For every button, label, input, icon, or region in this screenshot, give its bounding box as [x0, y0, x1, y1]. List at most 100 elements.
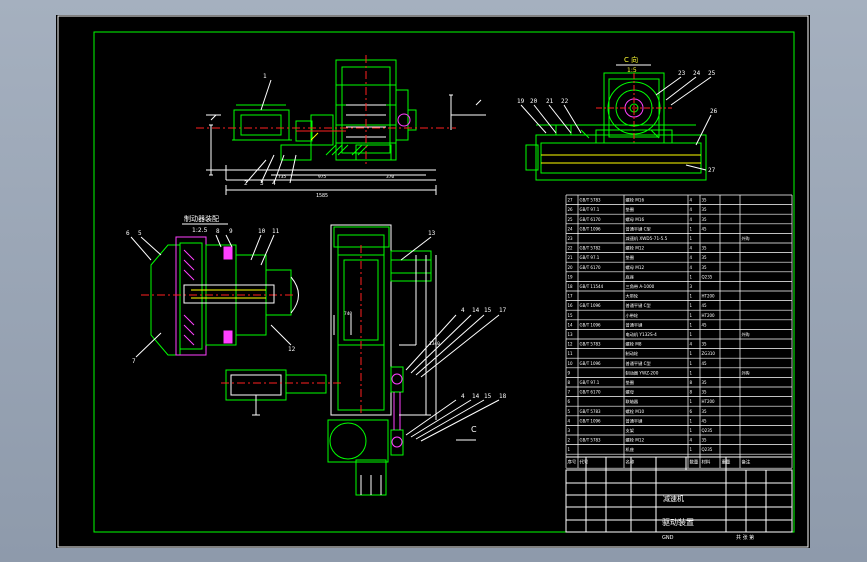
bom-cell: 24: [568, 226, 574, 231]
balloon-side-26: 26: [710, 108, 718, 115]
balloon-front-15b: 15: [484, 393, 492, 400]
bom-cell: 4: [690, 342, 693, 347]
bom-cell: 1: [690, 236, 693, 241]
bom-cell: 35: [702, 390, 708, 395]
bom-cell: 45: [702, 322, 708, 327]
bom-cell: 1: [690, 418, 693, 423]
bom-cell: 35: [702, 255, 708, 260]
bom-cell: GB/T 97.1: [580, 207, 600, 212]
balloon-side-24: 24: [693, 70, 701, 77]
bom-cell: 1: [690, 322, 693, 327]
bom-cell: 4: [690, 265, 693, 270]
balloon-side-27: 27: [708, 167, 716, 174]
bom-cell: 21: [568, 255, 574, 260]
bom-cell: 35: [702, 438, 708, 443]
title-block: [565, 456, 793, 533]
bom-cell: 22: [568, 246, 574, 251]
bom-cell: 8: [568, 380, 571, 385]
bom-cell: 普通平键 C型: [626, 302, 651, 309]
footer-left: GND: [662, 535, 674, 541]
bom-cell: GB/T 1096: [580, 322, 602, 327]
dim-b: 975: [318, 174, 326, 180]
balloon-side-20: 20: [530, 98, 538, 105]
title-sub: 驱动装置: [662, 517, 694, 527]
bom-cell: 35: [702, 217, 708, 222]
bom-cell: 45: [702, 361, 708, 366]
bom-cell: 10: [568, 361, 574, 366]
bom-cell: Q235: [702, 274, 713, 279]
balloon-front-17: 17: [499, 307, 507, 314]
bom-cell: GB/T 97.1: [580, 255, 600, 260]
main-view-top: [196, 55, 486, 195]
balloon-side-25: 25: [708, 70, 716, 77]
bom-cell: 35: [702, 380, 708, 385]
bom-cell: 三角带 A-1000: [626, 283, 655, 290]
bom-cell: 1: [690, 226, 693, 231]
balloon-detail-7: 7: [132, 358, 136, 365]
dim-d: 740: [344, 311, 352, 317]
dim-e: 1340: [429, 341, 440, 347]
bom-cell: GB/T 1096: [580, 361, 602, 366]
bom-cell: GB/T 5783: [580, 342, 602, 347]
balloon-side-22: 22: [561, 98, 569, 105]
balloon-side-21: 21: [546, 98, 554, 105]
bom-cell: 4: [690, 198, 693, 203]
bom-cell: 1: [690, 370, 693, 375]
balloon-front-4b: 4: [461, 393, 465, 400]
balloon-detail-9: 9: [229, 228, 233, 235]
bom-cell: 17: [568, 294, 574, 299]
bom-cell: 4: [568, 418, 571, 423]
bom-cell: 1: [690, 332, 693, 337]
bom-cell: GB/T 5783: [580, 198, 602, 203]
bom-cell: 35: [702, 265, 708, 270]
bom-cell: 1: [690, 428, 693, 433]
bom-cell: 1: [690, 274, 693, 279]
bom-cell: HT200: [702, 399, 716, 404]
cad-svg: 1 2 3 4 1585 735 975 370 C 向 1:5 19 20 2…: [57, 15, 809, 548]
bom-cell: 减速机 XWD5-71-5.5: [626, 235, 668, 242]
bom-cell: Q235: [702, 428, 713, 433]
bom-cell: 4: [690, 438, 693, 443]
bom-cell: 45: [702, 418, 708, 423]
cad-drawing-canvas[interactable]: 1 2 3 4 1585 735 975 370 C 向 1:5 19 20 2…: [56, 15, 810, 548]
bom-cell: 1: [690, 361, 693, 366]
sheet-outer-border: [57, 15, 809, 548]
bom-cell: 35: [702, 207, 708, 212]
c-view-label: C 向: [624, 55, 638, 64]
bom-cell: 4: [690, 255, 693, 260]
bom-cell: 普通平键 C型: [626, 225, 651, 232]
bom-header-cell: 代号: [580, 459, 589, 466]
bom-cell: 普通平键 C型: [626, 360, 651, 367]
bom-cell: 45: [702, 303, 708, 308]
bom-cell: 螺母: [626, 389, 634, 396]
bom-cell: 支架: [626, 427, 634, 434]
bom-cell: 普通平键: [626, 417, 644, 424]
bom-cell: ZG310: [702, 351, 716, 356]
bom-cell: 8: [690, 380, 693, 385]
bom-cell: 35: [702, 198, 708, 203]
bom-cell: HT200: [702, 294, 716, 299]
bom-header-cell: 序号: [568, 459, 577, 466]
footer-right: 共 张 第: [736, 534, 754, 541]
balloon-front-14a: 14: [472, 307, 480, 314]
bom-cell: 大带轮: [626, 293, 639, 300]
balloon-top-1: 1: [263, 73, 267, 80]
bom-cell: 制动器 YWZ-200: [626, 369, 659, 376]
bom-cell: 1: [690, 294, 693, 299]
bom-cell: 普通平键: [626, 321, 644, 328]
bom-cell: GB/T 1096: [580, 418, 602, 423]
bom-cell: 3: [568, 428, 571, 433]
bom-cell: GB/T 1096: [580, 303, 602, 308]
bom-cell: 1: [568, 447, 571, 452]
bom-cell: 18: [568, 284, 574, 289]
bom-cell: 螺母 M16: [626, 216, 645, 223]
bom-cell: 1: [690, 351, 693, 356]
bom-cell: 6: [568, 399, 571, 404]
bom-cell: 16: [568, 303, 574, 308]
bom-cell: GB/T 6170: [580, 265, 602, 270]
brake-detail-drawing: [130, 234, 299, 358]
bom-cell: HT200: [702, 313, 716, 318]
bom-cell: 2: [568, 438, 571, 443]
balloon-front-14b: 14: [472, 393, 480, 400]
bom-cell: 35: [702, 409, 708, 414]
